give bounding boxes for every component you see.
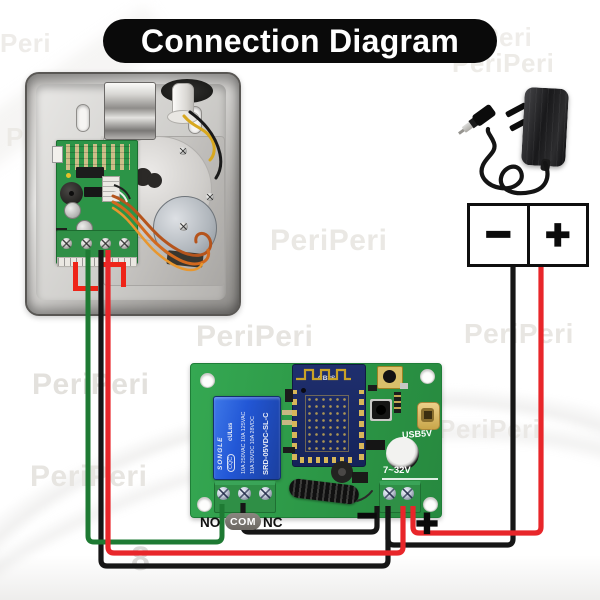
adapter-body — [520, 86, 570, 168]
module-minus-label: − — [354, 498, 380, 534]
watermark: PeriPeri — [196, 320, 314, 353]
capacitor — [64, 202, 81, 219]
mounting-slot — [76, 104, 90, 132]
ic-chip — [76, 167, 104, 178]
barrel-plug — [452, 98, 503, 145]
watermark: PeriPeri — [438, 414, 541, 444]
wifi-chip-label: CB3S — [318, 375, 336, 382]
terminal-screw — [61, 238, 72, 249]
terminal-label-com-pill: COM — [225, 513, 261, 530]
motor-screw — [179, 222, 188, 231]
buzzer-hole — [69, 191, 74, 196]
wifi-pad-column — [359, 390, 364, 460]
cable-strain-relief — [540, 158, 551, 172]
terminal-label-com: COM — [230, 515, 256, 528]
power-plus-label: + — [544, 211, 571, 258]
red-marker-right — [100, 262, 126, 287]
terminal-screw — [401, 487, 414, 500]
relay-part-number: SRD-05VDC-SL-C — [261, 412, 270, 475]
smd-chip — [283, 447, 295, 453]
red-marker-left — [73, 262, 98, 291]
relay-ul-cert-icon: cULus — [228, 422, 234, 441]
pcb-connector — [52, 146, 63, 163]
watermark: PeriPeri — [30, 460, 148, 493]
smd-resistor — [282, 410, 292, 415]
push-button-cap — [376, 405, 386, 415]
watermark: 8 — [131, 540, 151, 578]
power-minus-label: − — [484, 210, 512, 259]
mosfet — [352, 472, 368, 483]
relay-cqc-cert-icon: CQC — [227, 453, 235, 472]
pin-header — [394, 392, 401, 413]
page-title: Connection Diagram — [140, 22, 460, 59]
mounting-hole — [197, 497, 212, 512]
power-polarity-box: − + — [467, 203, 589, 267]
plate-screw — [179, 147, 187, 155]
module-plus-glyph: + — [415, 503, 439, 545]
micro-usb-opening — [424, 411, 432, 419]
mounting-hole — [200, 373, 215, 388]
smd-chip — [368, 385, 377, 391]
relay-rating-line1: 10A 250VAC 10A 125VAC — [241, 411, 247, 474]
resistor-array — [66, 144, 130, 170]
toroid-hole — [338, 468, 346, 476]
background-sweep — [0, 555, 600, 600]
led — [66, 173, 71, 178]
terminal-screw — [100, 238, 111, 249]
watermark: PeriPeri — [32, 368, 150, 401]
module-minus-glyph: − — [356, 497, 378, 535]
wire-connector — [102, 176, 120, 202]
push-button-cap — [383, 370, 396, 383]
usb-voltage-label: USB5V — [401, 427, 433, 441]
silkscreen-line — [382, 478, 438, 480]
terminal-screw — [119, 238, 130, 249]
cam-hole — [147, 173, 162, 188]
title-banner: Connection Diagram — [103, 19, 497, 63]
relay-brand-label: SONGLE — [217, 436, 224, 470]
watermark: Peri — [0, 28, 52, 58]
terminal-screw — [238, 487, 251, 500]
terminal-label-nc: NC — [263, 515, 283, 530]
bushing-collar — [167, 110, 199, 124]
wifi-test-dot — [301, 388, 306, 393]
smd-chip — [285, 389, 293, 402]
watermark: PeriPeri — [464, 318, 574, 349]
terminal-screw — [217, 487, 230, 500]
terminal-label-no: NO — [200, 515, 221, 530]
smd-chip — [400, 383, 408, 389]
mounting-hole — [420, 369, 435, 384]
power-minus-cell: − — [470, 206, 530, 264]
wifi-trace-area — [305, 395, 349, 452]
terminal-screw — [259, 487, 272, 500]
terminal-screw — [383, 487, 396, 500]
module-plus-label: + — [413, 504, 441, 544]
input-voltage-label: 7~32V — [383, 465, 411, 476]
plate-screw — [206, 193, 214, 201]
terminal-screw — [81, 238, 92, 249]
relay-rating-line2: 10A 30VDC 10A 28VDC — [250, 416, 256, 474]
smd-resistor — [282, 420, 292, 425]
power-plus-cell: + — [530, 206, 587, 264]
watermark: PeriPeri — [270, 224, 388, 257]
solenoid-block — [104, 82, 156, 140]
ic-chip — [84, 187, 106, 197]
ic-chip — [366, 440, 385, 450]
